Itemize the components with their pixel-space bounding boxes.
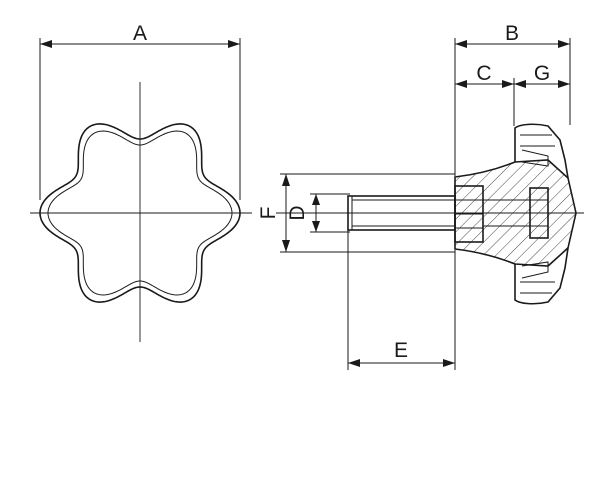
knob-head-outline (514, 123, 569, 179)
dimension-label-a: A (133, 22, 147, 45)
dimension-label-c: C (476, 62, 491, 85)
dimension-label-e: E (394, 339, 408, 362)
dimension-label-f: F (257, 207, 280, 220)
dimension-label-d: D (286, 205, 309, 220)
dimension-g: G (514, 62, 570, 88)
dimension-label-g: G (534, 62, 550, 85)
dimension-d: D (286, 193, 350, 233)
dimension-label-b: B (505, 22, 519, 45)
dimension-b: B (454, 22, 571, 176)
knob-body-outline (454, 159, 577, 267)
dimension-a: A (39, 22, 241, 200)
dimension-f: F (257, 173, 455, 253)
dimension-e: E (347, 230, 456, 370)
section-hatch-fill (455, 160, 576, 266)
front-view: A (30, 22, 252, 342)
dimension-c: C (455, 62, 515, 126)
knob-head-outline-lower (514, 247, 569, 305)
side-section-view: B C G F (257, 22, 584, 370)
